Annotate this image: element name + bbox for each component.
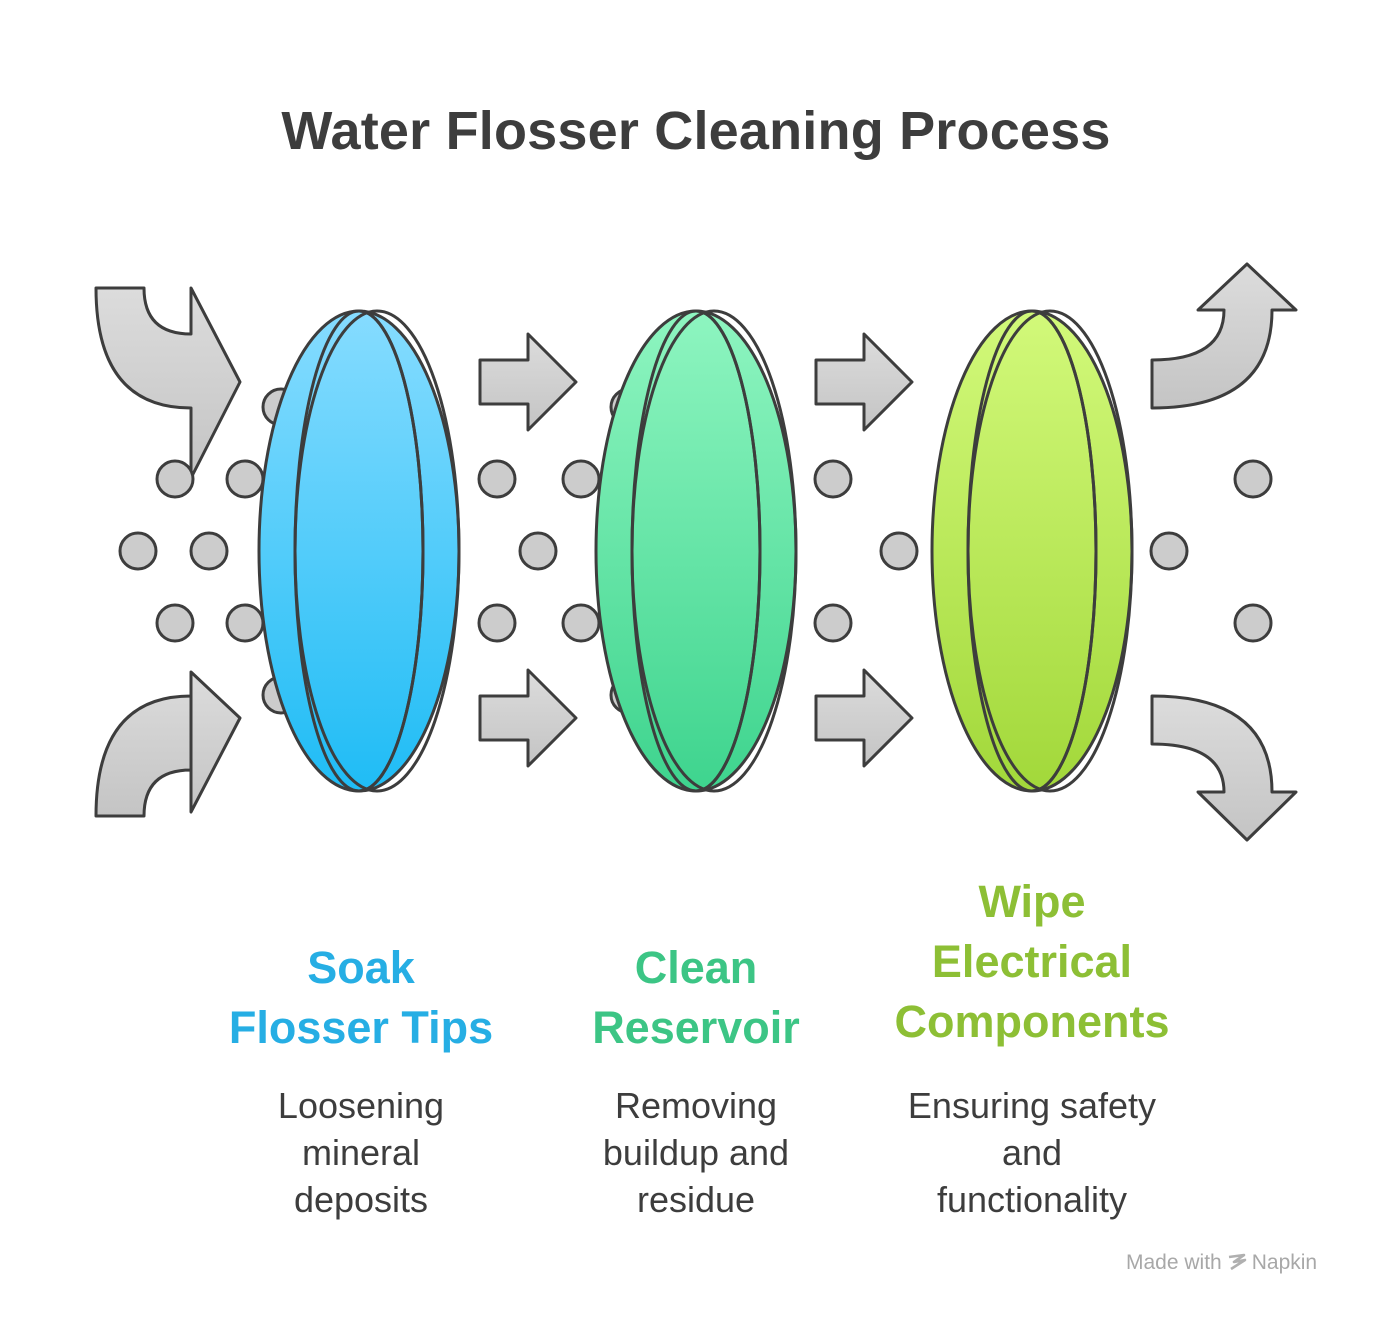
step-description-line: buildup and	[602, 1132, 790, 1173]
step-title-line: Reservoir	[592, 1002, 800, 1053]
step-description-line: Removing	[614, 1085, 778, 1126]
straight-arrow-icon	[814, 668, 914, 768]
particle-dot	[813, 459, 853, 499]
step-title-line: Wipe	[978, 876, 1086, 927]
filter-ring-1	[257, 309, 461, 793]
step-description-3: Ensuring safety and functionality	[862, 1082, 1202, 1223]
step-description-line: functionality	[936, 1179, 1128, 1220]
watermark-prefix: Made with	[1126, 1251, 1222, 1274]
particle-dot	[189, 531, 229, 571]
step-description-line: Ensuring safety	[907, 1085, 1157, 1126]
curved-arrow-icon	[1150, 694, 1298, 842]
particle-dot	[477, 459, 517, 499]
particle-dot	[225, 603, 265, 643]
filter-ring-inner-2	[630, 309, 762, 793]
particle-dot	[1149, 531, 1189, 571]
straight-arrow-icon	[478, 332, 578, 432]
particle-dot	[155, 603, 195, 643]
particle-dot	[225, 459, 265, 499]
particle-dot	[561, 603, 601, 643]
filter-ring-2	[594, 309, 798, 793]
particle-dot	[1233, 459, 1273, 499]
curved-arrow-icon	[94, 670, 242, 818]
step-description-line: and	[1001, 1132, 1063, 1173]
watermark-brand: Napkin	[1251, 1251, 1318, 1274]
particle-dot	[155, 459, 195, 499]
filter-ring-inner-1	[293, 309, 425, 793]
diagram-title: Water Flosser Cleaning Process	[281, 101, 1111, 161]
step-description-line: mineral	[301, 1132, 421, 1173]
curved-arrow-icon	[94, 286, 242, 480]
particle-dot	[518, 531, 558, 571]
particle-dot	[1233, 603, 1273, 643]
step-description-line: residue	[636, 1179, 756, 1220]
particle-dot	[477, 603, 517, 643]
filter-ring-3	[930, 309, 1134, 793]
napkin-logo-icon	[1228, 1253, 1247, 1271]
straight-arrow-icon	[814, 332, 914, 432]
particle-dot	[813, 603, 853, 643]
step-title-line: Clean	[634, 942, 758, 993]
made-with-napkin: Made with Napkin	[1126, 1251, 1317, 1275]
straight-arrow-icon	[478, 668, 578, 768]
particle-dot	[118, 531, 158, 571]
step-title-line: Flosser Tips	[228, 1002, 494, 1053]
step-description-line: deposits	[293, 1179, 429, 1220]
step-title-line: Soak	[307, 942, 415, 993]
step-description-line: Loosening	[277, 1085, 445, 1126]
step-description-2: Removing buildup and residue	[526, 1082, 866, 1223]
particle-dot	[879, 531, 919, 571]
step-description-1: Loosening mineral deposits	[191, 1082, 531, 1223]
step-title-line: Components	[894, 996, 1170, 1047]
curved-arrow-icon	[1150, 262, 1298, 410]
filter-ring-inner-3	[966, 309, 1098, 793]
step-title-line: Electrical	[931, 936, 1133, 987]
particle-dot	[561, 459, 601, 499]
